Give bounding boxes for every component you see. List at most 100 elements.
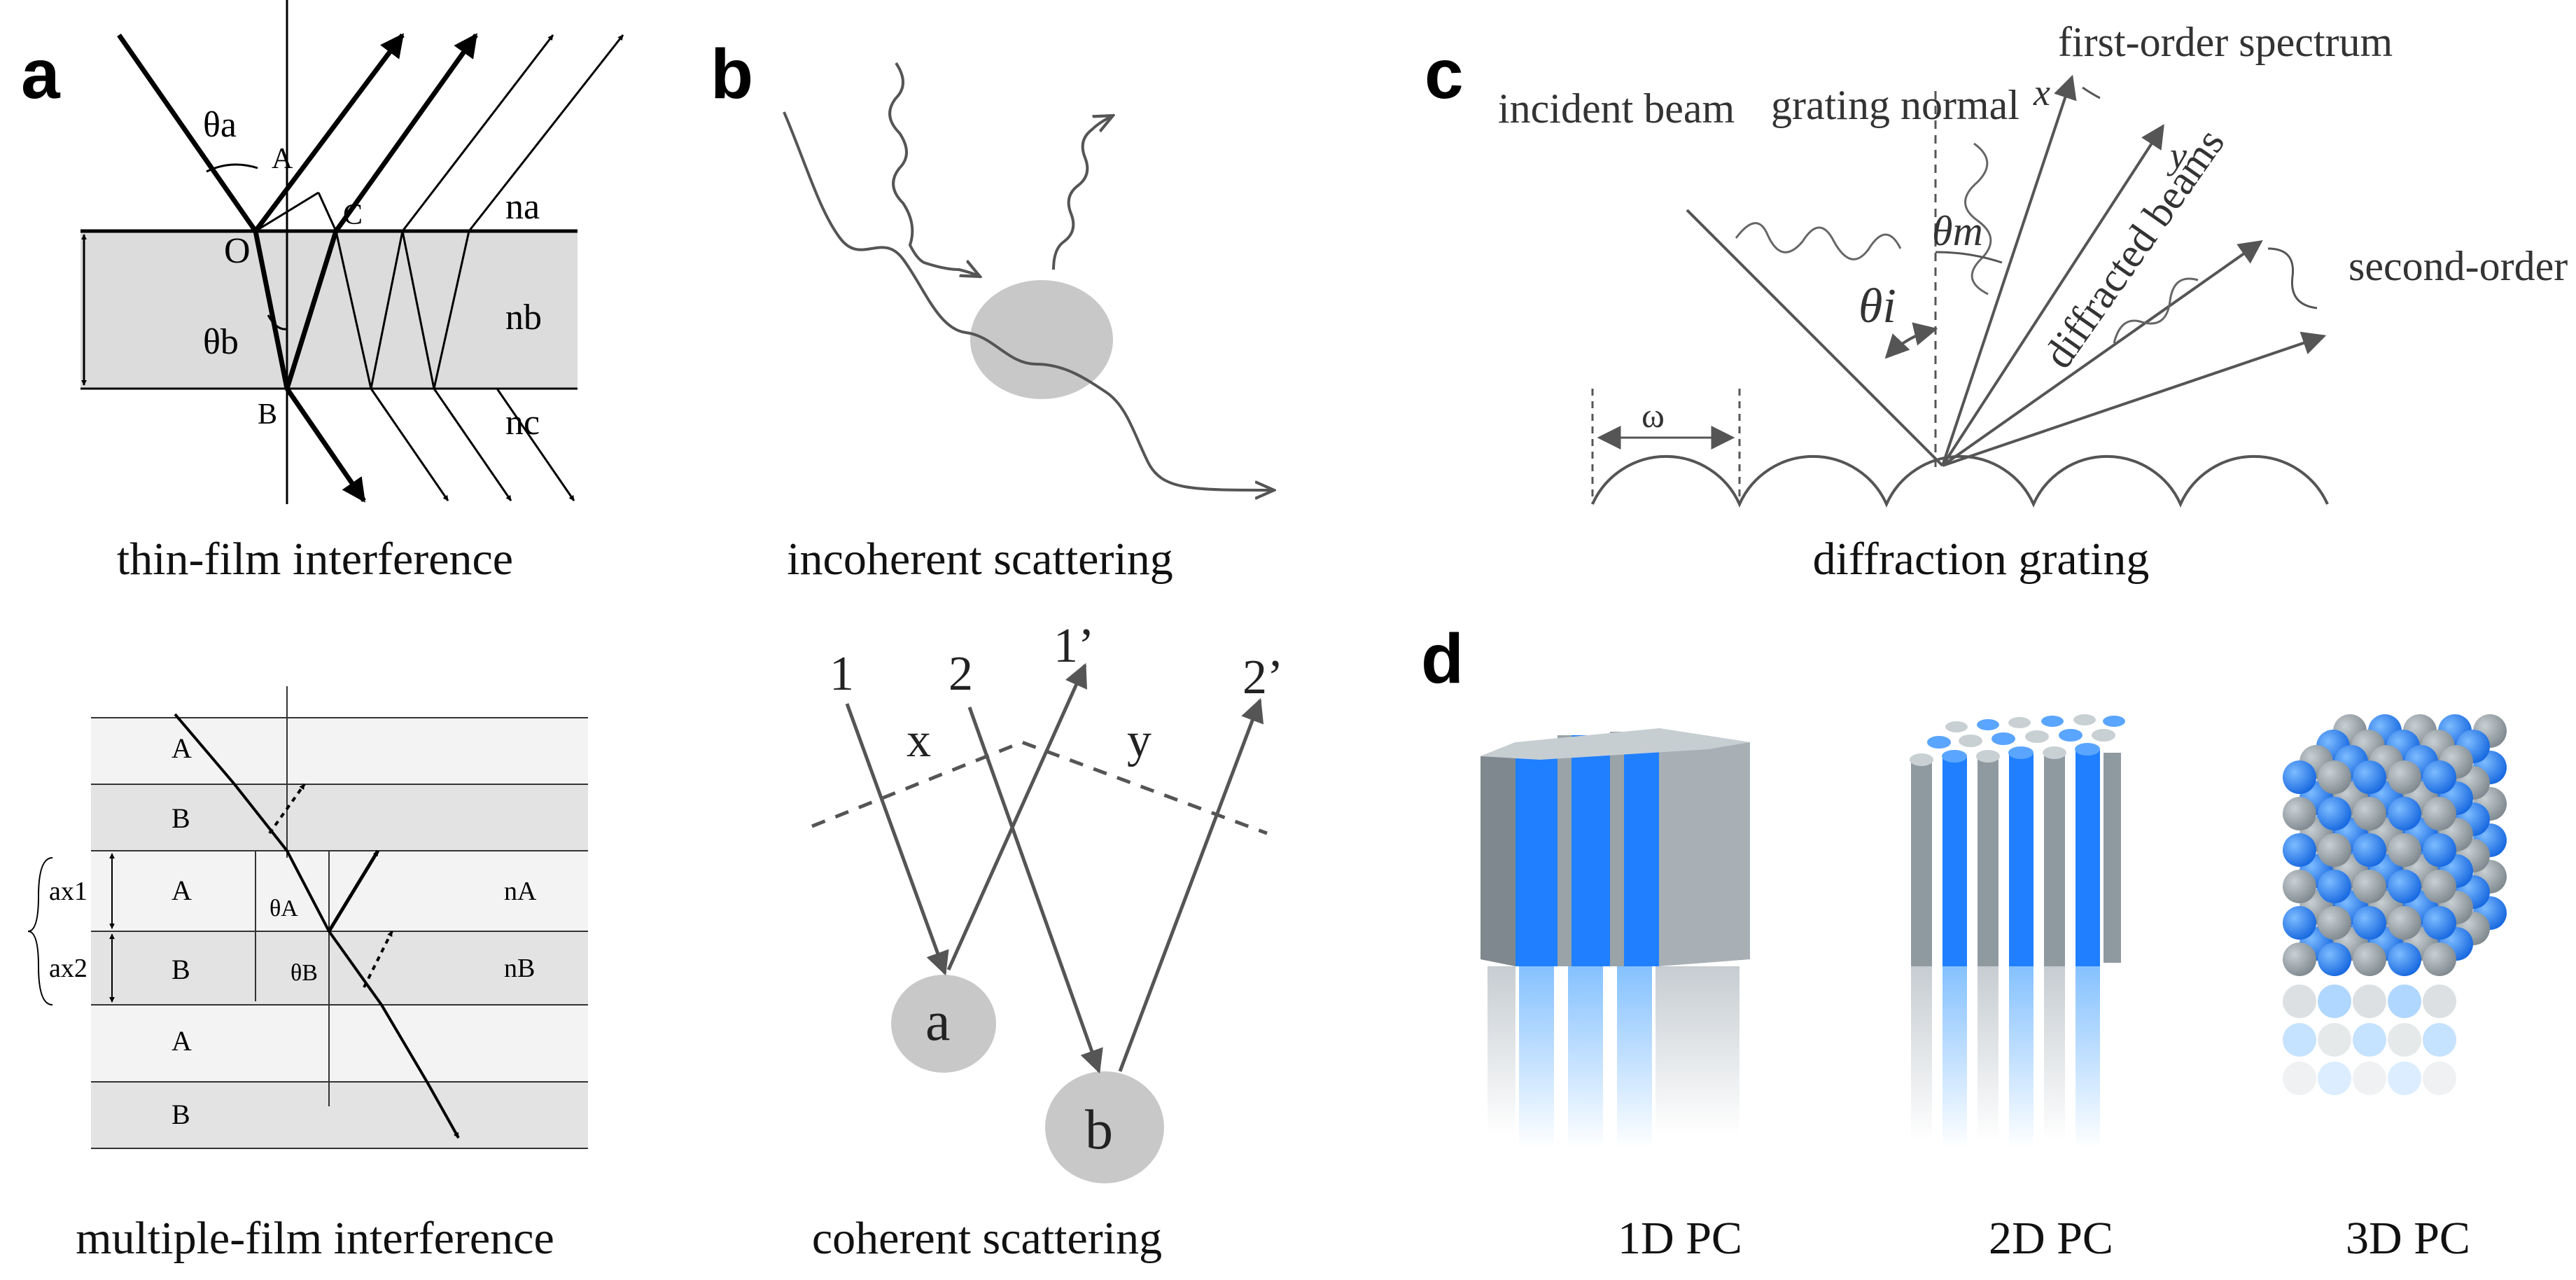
reflection-2: [327, 849, 380, 933]
wavefront-line: [811, 740, 1268, 835]
incoherent-caption: incoherent scattering: [787, 534, 1173, 585]
sphere-reflection: [2283, 1062, 2316, 1095]
point-C: C: [343, 199, 363, 231]
panel-a-multi-film: ax1 ax2 A B A B A B θA θB nA nB multiple…: [27, 686, 588, 1264]
sphere: [2353, 906, 2386, 940]
grating-normal-label: grating normal: [1771, 82, 2019, 128]
multi-film-caption: multiple-film interference: [76, 1213, 554, 1264]
panel-a-thin-film: a θa θb O A B C na nb nc thin-film inter…: [21, 0, 624, 585]
wavefront-AC: [317, 192, 337, 232]
sphere: [2423, 833, 2456, 867]
sphere-reflection: [2423, 1062, 2456, 1095]
multiple-reflection-path: [335, 230, 470, 389]
theta-b-arc: [267, 314, 288, 331]
ray-label-1: 1: [830, 647, 854, 701]
diffracted-2nd-b: [1942, 331, 2327, 467]
diffracted-y: [1941, 124, 2164, 467]
incident-beam-line: [1686, 209, 1944, 467]
theta-b-label: θb: [203, 322, 239, 362]
reflected-ray-3: [401, 34, 554, 232]
ray-label-2p: 2’: [1242, 651, 1283, 704]
sphere: [2283, 942, 2316, 976]
index-nb: nb: [505, 298, 542, 338]
grating-caption: diffraction grating: [1813, 534, 2150, 585]
scatterer-b: [1045, 1071, 1164, 1183]
pc-2d-model: [1910, 714, 2125, 1148]
point-B: B: [258, 398, 277, 431]
sphere: [2318, 760, 2351, 794]
index-nc: nc: [505, 403, 540, 443]
layer-label-2: B: [172, 802, 190, 834]
sphere-reflection: [2423, 1023, 2456, 1057]
sphere: [2388, 760, 2421, 794]
theta-i-arc: [1884, 322, 1938, 359]
first-order-label: first-order spectrum: [2058, 19, 2393, 65]
scatterer-label-b: b: [1085, 1099, 1113, 1161]
sphere: [2388, 870, 2421, 903]
sphere-reflection: [2423, 985, 2456, 1018]
sphere: [2423, 760, 2456, 794]
sphere: [2318, 942, 2351, 976]
omega-label: ω: [1642, 396, 1665, 435]
sphere: [2283, 797, 2316, 830]
sphere-reflection: [2318, 1023, 2351, 1057]
ray-1-out: [946, 662, 1087, 971]
panel-d-label: d: [1421, 620, 1464, 698]
sphere-reflection: [2318, 1062, 2351, 1095]
sphere: [2318, 906, 2351, 940]
bracket: [27, 857, 53, 1006]
sphere: [2423, 942, 2456, 976]
thin-film-caption: thin-film interference: [117, 534, 513, 585]
pc-1d-model: [1480, 728, 1750, 1148]
reflected-ray-2: [334, 33, 478, 233]
partial-reflection-1: [268, 783, 306, 835]
layer-label-6: B: [172, 1099, 190, 1130]
incoherent-wave-in: [888, 62, 980, 277]
sphere: [2353, 797, 2386, 830]
theta-a-label: θa: [203, 105, 237, 145]
sphere: [2353, 942, 2386, 976]
pc-3d-label: 3D PC: [2346, 1213, 2470, 1264]
panel-a-label: a: [21, 35, 61, 113]
sphere: [2283, 906, 2316, 940]
sphere-reflection: [2283, 1023, 2316, 1057]
transmitted-ray-2: [370, 388, 449, 501]
ray-label-1p: 1’: [1054, 619, 1094, 673]
sphere-reflection: [2388, 1023, 2421, 1057]
sphere: [2423, 870, 2456, 903]
panel-c-label: c: [1424, 35, 1464, 113]
index-nB: nB: [504, 954, 535, 983]
pc-1d-label: 1D PC: [1618, 1213, 1742, 1264]
transmitted-ray-4: [496, 388, 575, 501]
sphere: [2353, 760, 2386, 794]
sphere: [2283, 870, 2316, 903]
ray-1-in: [845, 703, 949, 976]
sphere: [2423, 906, 2456, 940]
panel-b: b incoherent scattering 1 2 1’ 2’ x y a …: [710, 35, 1283, 1264]
sphere: [2388, 833, 2421, 867]
layer-label-5: A: [172, 1025, 192, 1057]
scatterer-a: [891, 975, 996, 1073]
partial-reflection-3: [363, 931, 393, 988]
theta-m-label: θm: [1932, 208, 1983, 254]
sphere: [2283, 833, 2316, 867]
layer-label-1: A: [172, 732, 192, 764]
scatterer-label-a: a: [925, 991, 951, 1052]
ray-2-out: [1118, 697, 1264, 1072]
transmitted-ray-3: [433, 388, 512, 501]
thickness-ax1: ax1: [49, 877, 88, 906]
index-na: na: [505, 187, 540, 227]
path-y: y: [1127, 714, 1152, 767]
point-A: A: [272, 143, 293, 175]
layer-label-4: B: [172, 954, 190, 985]
panel-c: c ω incident beam grating normal first-o…: [1424, 19, 2576, 585]
pc-2d-label: 2D PC: [1989, 1213, 2113, 1264]
sphere-reflection: [2353, 1062, 2386, 1095]
index-nA: nA: [504, 877, 537, 906]
point-O: O: [224, 231, 251, 271]
theta-a-arc: [206, 163, 258, 173]
incident-beam-label: incident beam: [1498, 85, 1735, 132]
sphere: [2388, 942, 2421, 976]
sphere: [2318, 870, 2351, 903]
